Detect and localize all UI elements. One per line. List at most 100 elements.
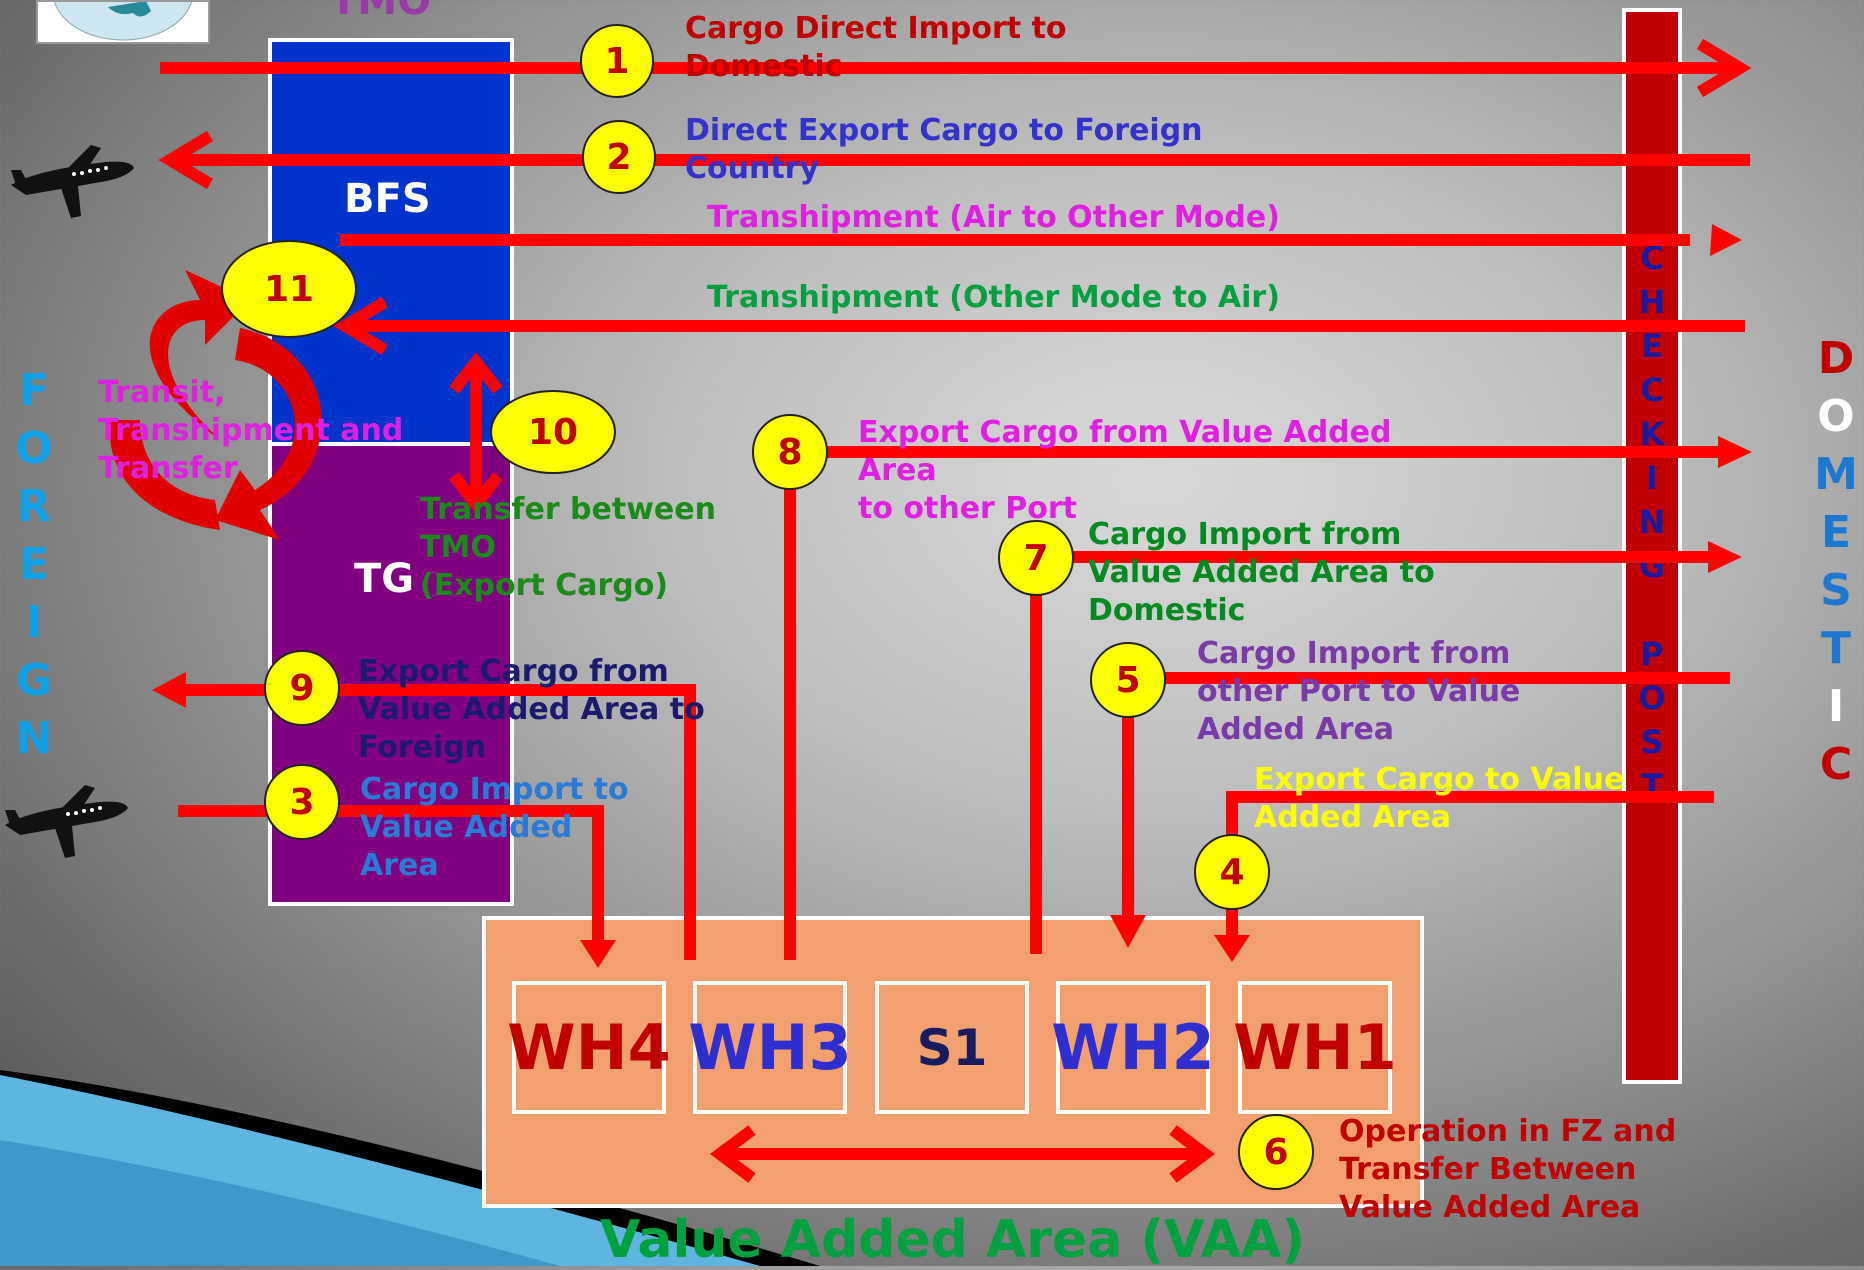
flow-label-line: Transhipment and xyxy=(98,413,404,448)
vertical-letter: S xyxy=(1640,723,1664,761)
vertical-letter: C xyxy=(1640,239,1664,277)
badge-5: 5 xyxy=(1090,642,1166,718)
airplane-icon xyxy=(5,785,128,858)
flow-label-line: Transhipment (Other Mode to Air) xyxy=(707,280,1280,315)
wh1-box: WH1 xyxy=(1233,981,1397,1114)
vertical-letter: G xyxy=(15,655,53,706)
flow-label-line: Export Cargo from xyxy=(358,654,669,689)
flow-label-line: Transhipment (Air to Other Mode) xyxy=(707,200,1280,235)
badge-9: 9 xyxy=(264,650,340,726)
wh3-box: WH3 xyxy=(688,981,852,1114)
vertical-letter: M xyxy=(1814,449,1858,500)
vertical-letter: E xyxy=(1820,507,1852,558)
vertical-letter: D xyxy=(1817,333,1855,384)
page-title-fragment: TMO xyxy=(330,0,432,24)
wh3-label: WH3 xyxy=(688,1011,852,1084)
badge-10: 10 xyxy=(490,390,616,474)
vertical-letter: O xyxy=(15,423,53,474)
wh1-label: WH1 xyxy=(1233,1011,1397,1084)
badge-6: 6 xyxy=(1238,1114,1314,1190)
vertical-letter: E xyxy=(1641,327,1663,365)
flow-label-line: Transfer xyxy=(98,451,238,486)
checking-post-bar xyxy=(1622,8,1682,1084)
vertical-letter: O xyxy=(1817,391,1855,442)
vertical-letter: N xyxy=(1638,503,1666,541)
transhipment-other-label: Transhipment (Other Mode to Air) xyxy=(707,279,1280,317)
vertical-letter: I xyxy=(1646,459,1658,497)
flow-label-line: TMO xyxy=(420,530,496,565)
flow-label-line: Value Added Area to xyxy=(358,692,705,727)
badge-7: 7 xyxy=(998,520,1074,596)
vertical-letter: T xyxy=(1820,623,1851,674)
wh4-box: WH4 xyxy=(507,981,671,1114)
flow-label-line: Cargo Import from xyxy=(1197,636,1511,671)
flow-label-line: Transfer Between xyxy=(1339,1152,1637,1187)
flow-label-line: Value Added Area to xyxy=(1088,555,1435,590)
flow-label-line: Country xyxy=(685,151,820,186)
flow-label-line: to other Port xyxy=(858,491,1078,526)
flow-label-line: Value Added Area xyxy=(1339,1190,1641,1225)
wh2-box: WH2 xyxy=(1051,981,1215,1114)
flow-label-line: Transit, xyxy=(98,375,226,410)
vertical-letter: P xyxy=(1640,635,1664,673)
vertical-letter: O xyxy=(1638,679,1666,717)
vertical-letter: C xyxy=(1640,371,1664,409)
flow-label-line: Cargo Import to xyxy=(360,772,629,807)
airplane-icon xyxy=(11,145,134,218)
flow-label-line: (Export Cargo) xyxy=(420,568,669,603)
flow-label-line: Area xyxy=(360,848,439,883)
vertical-letter: F xyxy=(18,365,50,416)
flow-label-line: other Port to Value xyxy=(1197,674,1521,709)
vertical-letter: S xyxy=(1820,565,1852,616)
vertical-letter: I xyxy=(25,597,43,648)
badge-3: 3 xyxy=(264,764,340,840)
vaa-label: Value Added Area (VAA) xyxy=(600,1210,1306,1270)
flow-label-line: Domestic xyxy=(1088,593,1246,628)
vertical-letter: C xyxy=(1819,739,1853,790)
flow-label-line: Operation in FZ and xyxy=(1339,1114,1677,1149)
globe-icon xyxy=(36,0,210,44)
flow-label-line: Export Cargo from Value Added xyxy=(858,415,1392,450)
wh4-label: WH4 xyxy=(507,1011,671,1084)
flow-label-line: Cargo Import from xyxy=(1088,517,1402,552)
vertical-letter: R xyxy=(17,481,51,532)
wh2-label: WH2 xyxy=(1051,1011,1215,1084)
vertical-letter: H xyxy=(1638,283,1666,321)
s1-label: S1 xyxy=(916,1018,988,1077)
transhipment-air-label: Transhipment (Air to Other Mode) xyxy=(707,199,1280,237)
flow-label-line: Value Added xyxy=(360,810,573,845)
flow-label-line: Added Area xyxy=(1254,800,1452,835)
badge-11: 11 xyxy=(221,240,357,338)
flow-label-line: Export Cargo to Value xyxy=(1254,762,1625,797)
vertical-letter: N xyxy=(15,713,53,764)
flow-label-line: Foreign xyxy=(358,730,487,765)
flow-label-line: Cargo Direct Import to xyxy=(685,11,1067,46)
badge-8: 8 xyxy=(752,414,828,490)
badge-2: 2 xyxy=(582,120,656,194)
vertical-letter: E xyxy=(18,539,50,590)
flow-label-line: Direct Export Cargo to Foreign xyxy=(685,113,1203,148)
flow-label-line: Transfer between xyxy=(420,492,716,527)
bfs-label: BFS xyxy=(344,176,431,222)
badge-1: 1 xyxy=(580,24,654,98)
s1-box: S1 xyxy=(875,981,1029,1114)
flow-label-line: Added Area xyxy=(1197,712,1395,747)
flow-label-line: Domestic xyxy=(685,49,843,84)
tg-label: TG xyxy=(354,556,415,602)
